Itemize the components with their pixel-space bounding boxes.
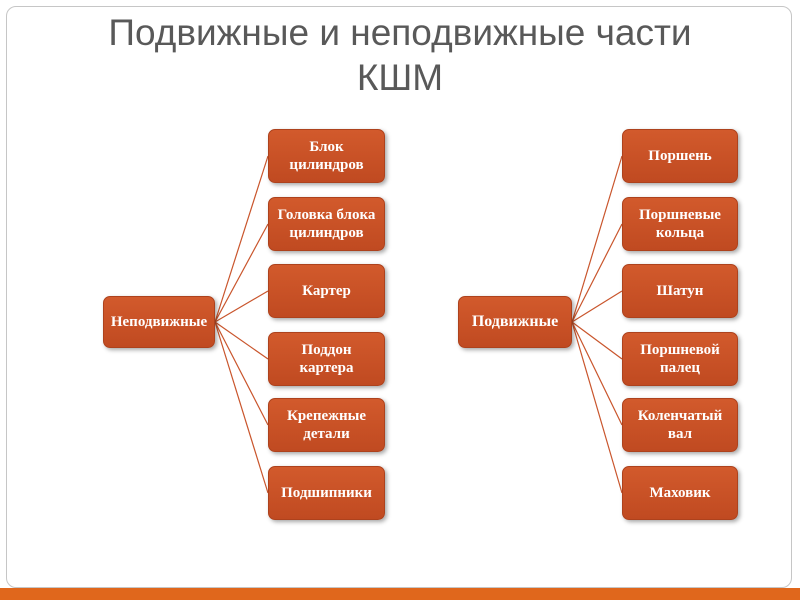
node-connecting-rod: Шатун <box>622 264 738 318</box>
node-crankshaft: Коленчатый вал <box>622 398 738 452</box>
node-piston-rings: Поршневые кольца <box>622 197 738 251</box>
slide-title: Подвижные и неподвижные части КШМ <box>108 12 692 99</box>
node-root-fixed: Неподвижные <box>103 296 215 348</box>
node-cylinder-block: Блок цилиндров <box>268 129 385 183</box>
node-oil-pan: Поддон картера <box>268 332 385 386</box>
node-fasteners: Крепежные детали <box>268 398 385 452</box>
node-piston-pin: Поршневой палец <box>622 332 738 386</box>
node-piston: Поршень <box>622 129 738 183</box>
node-crankcase: Картер <box>268 264 385 318</box>
node-root-moving: Подвижные <box>458 296 572 348</box>
node-cylinder-head: Головка блока цилиндров <box>268 197 385 251</box>
node-bearings: Подшипники <box>268 466 385 520</box>
node-flywheel: Маховик <box>622 466 738 520</box>
slide-accent-bar <box>0 588 800 600</box>
